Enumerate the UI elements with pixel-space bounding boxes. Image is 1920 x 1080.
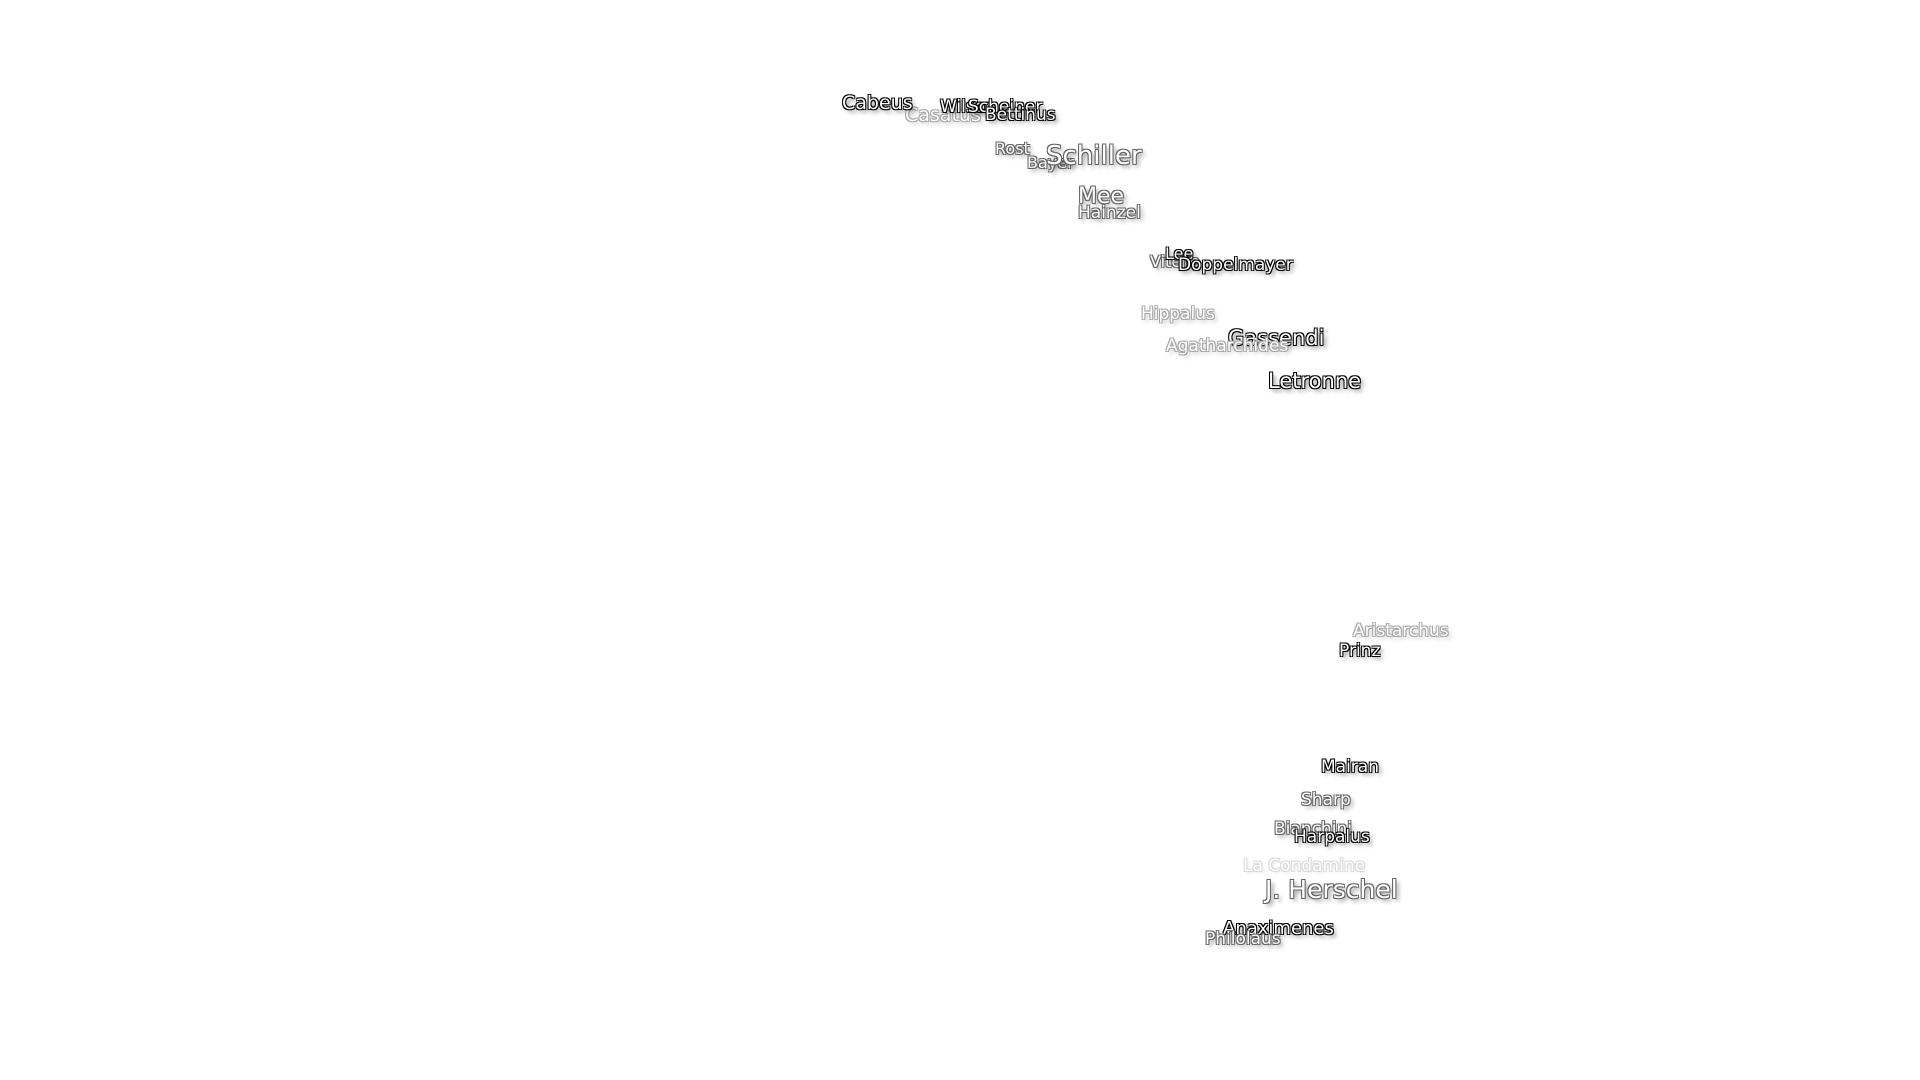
crater-label-bettinus: Bettinus (985, 105, 1056, 125)
crater-label-schiller: Schiller (1046, 141, 1142, 171)
crater-label-mee: Mee (1078, 184, 1125, 209)
crater-label-hainzel: Hainzel (1078, 203, 1141, 223)
crater-label-casatus: Casatus (905, 104, 981, 126)
crater-label-bayer: Bayer (1027, 153, 1074, 172)
crater-label-letronne: Letronne (1268, 369, 1362, 393)
crater-label-philolaus: Philolaus (1205, 929, 1281, 949)
crater-label-cabeus: Cabeus (842, 92, 913, 114)
crater-label-gassendi: Gassendi (1228, 326, 1325, 350)
crater-label-doppelmayer: Doppelmayer (1178, 255, 1293, 275)
crater-label-lee: Lee (1165, 244, 1194, 263)
crater-label-la-condamine: La Condamine (1243, 856, 1366, 876)
crater-label-bianchini: Bianchini (1274, 819, 1352, 839)
crater-label-rost: Rost (995, 139, 1030, 158)
crater-label-agatharchides: Agatharchides (1166, 336, 1289, 356)
crater-label-vitello: Vitello (1150, 252, 1200, 271)
crater-label-prinz: Prinz (1339, 641, 1381, 661)
crater-label-harpalus: Harpalus (1294, 827, 1370, 847)
crater-label-anaximenes: Anaximenes (1223, 918, 1334, 939)
crater-label-sharp: Sharp (1301, 790, 1351, 810)
crater-label-j-herschel: J. Herschel (1265, 875, 1398, 904)
crater-label-hippalus: Hippalus (1141, 304, 1215, 324)
crater-label-wilson: Wilson (940, 97, 996, 117)
crater-label-aristarchus: Aristarchus (1353, 621, 1449, 641)
crater-label-scheiner: Scheiner (968, 97, 1043, 117)
crater-label-mairan: Mairan (1321, 757, 1379, 777)
